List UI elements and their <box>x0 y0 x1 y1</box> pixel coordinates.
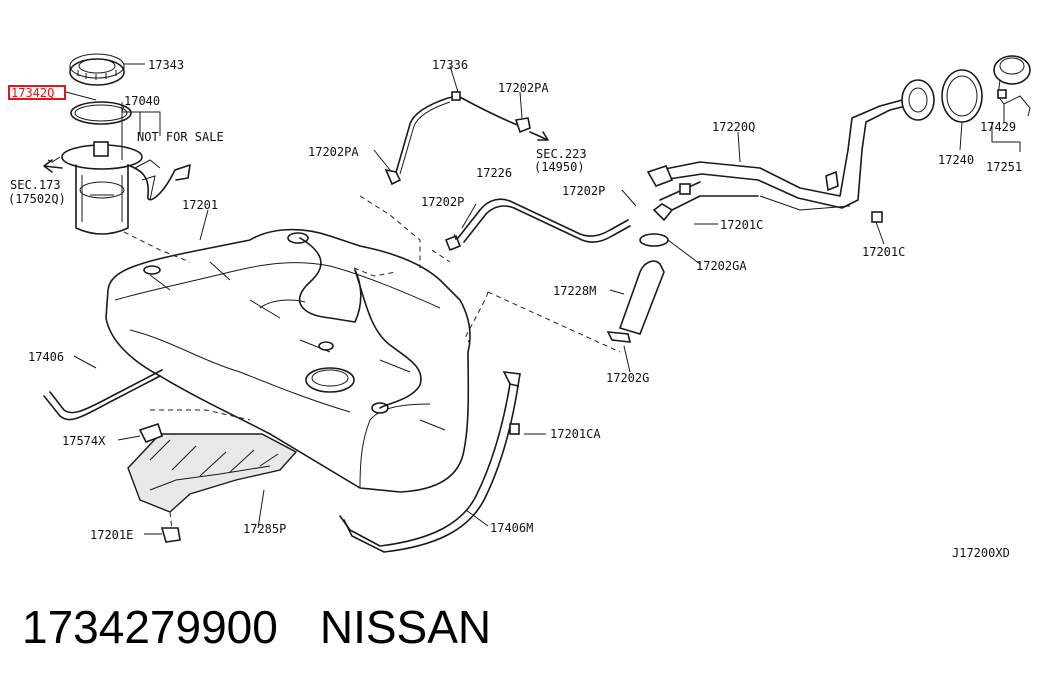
part-number: 1734279900 <box>22 601 278 653</box>
label-leaders <box>65 63 1021 535</box>
label-17202PA-left: 17202PA <box>308 145 359 159</box>
label-17202P-right: 17202P <box>562 184 605 198</box>
label-17406: 17406 <box>28 350 64 364</box>
part-labels: 17343 17342Q 17040 NOT FOR SALE SEC.173 … <box>8 58 1022 560</box>
label-17251: 17251 <box>986 160 1022 174</box>
label-17574X: 17574X <box>62 434 106 448</box>
fuel-pump-module-17040 <box>47 141 191 235</box>
label-17406M: 17406M <box>490 521 533 535</box>
label-sec173-ref: (17502Q) <box>8 192 66 206</box>
label-17201E: 17201E <box>90 528 133 542</box>
fuel-tank-17201 <box>105 228 471 493</box>
label-17285P: 17285P <box>243 522 286 536</box>
filler-neck-17240 <box>901 69 983 123</box>
label-17202G: 17202G <box>606 371 649 385</box>
assembly-leaders <box>123 195 621 531</box>
label-17220Q: 17220Q <box>712 120 755 134</box>
filler-tube-17220Q <box>646 97 915 223</box>
arrow-sec173-icon <box>43 159 63 173</box>
label-17040: 17040 <box>124 94 160 108</box>
vent-tube-17336 <box>384 91 531 186</box>
label-sec173: SEC.173 <box>10 178 61 192</box>
label-17228M: 17228M <box>553 284 596 298</box>
label-17201C-right: 17201C <box>862 245 905 259</box>
label-17202P-left: 17202P <box>421 195 464 209</box>
brand-name: NISSAN <box>319 601 492 653</box>
label-17201: 17201 <box>182 198 218 212</box>
label-17226: 17226 <box>476 166 512 180</box>
fuel-cap-17251 <box>993 55 1031 117</box>
label-17201C-mid: 17201C <box>720 218 763 232</box>
tank-band-17406 <box>43 369 163 421</box>
label-17201CA: 17201CA <box>550 427 601 441</box>
label-17202PA-right: 17202PA <box>498 81 549 95</box>
lock-ring-17343 <box>69 53 125 86</box>
label-sec223-ref: (14950) <box>534 160 585 174</box>
drawing-code: J17200XD <box>952 546 1010 560</box>
hose-17226 <box>444 198 631 252</box>
label-17240: 17240 <box>938 153 974 167</box>
gasket-ring-17342Q <box>70 101 132 125</box>
arrow-sec223-icon <box>529 131 549 141</box>
label-17342Q: 17342Q <box>11 86 54 100</box>
filler-hose-17228M <box>606 233 669 343</box>
label-17343: 17343 <box>148 58 184 72</box>
tank-band-17406M <box>339 371 521 553</box>
footer-caption: 1734279900 NISSAN <box>22 600 491 654</box>
label-sec223: SEC.223 <box>536 147 587 161</box>
label-17429: 17429 <box>980 120 1016 134</box>
protector-17285P <box>127 422 298 543</box>
highlight-box <box>8 85 66 100</box>
label-not-for-sale: NOT FOR SALE <box>137 130 224 144</box>
label-17336: 17336 <box>432 58 468 72</box>
label-17202GA: 17202GA <box>696 259 747 273</box>
